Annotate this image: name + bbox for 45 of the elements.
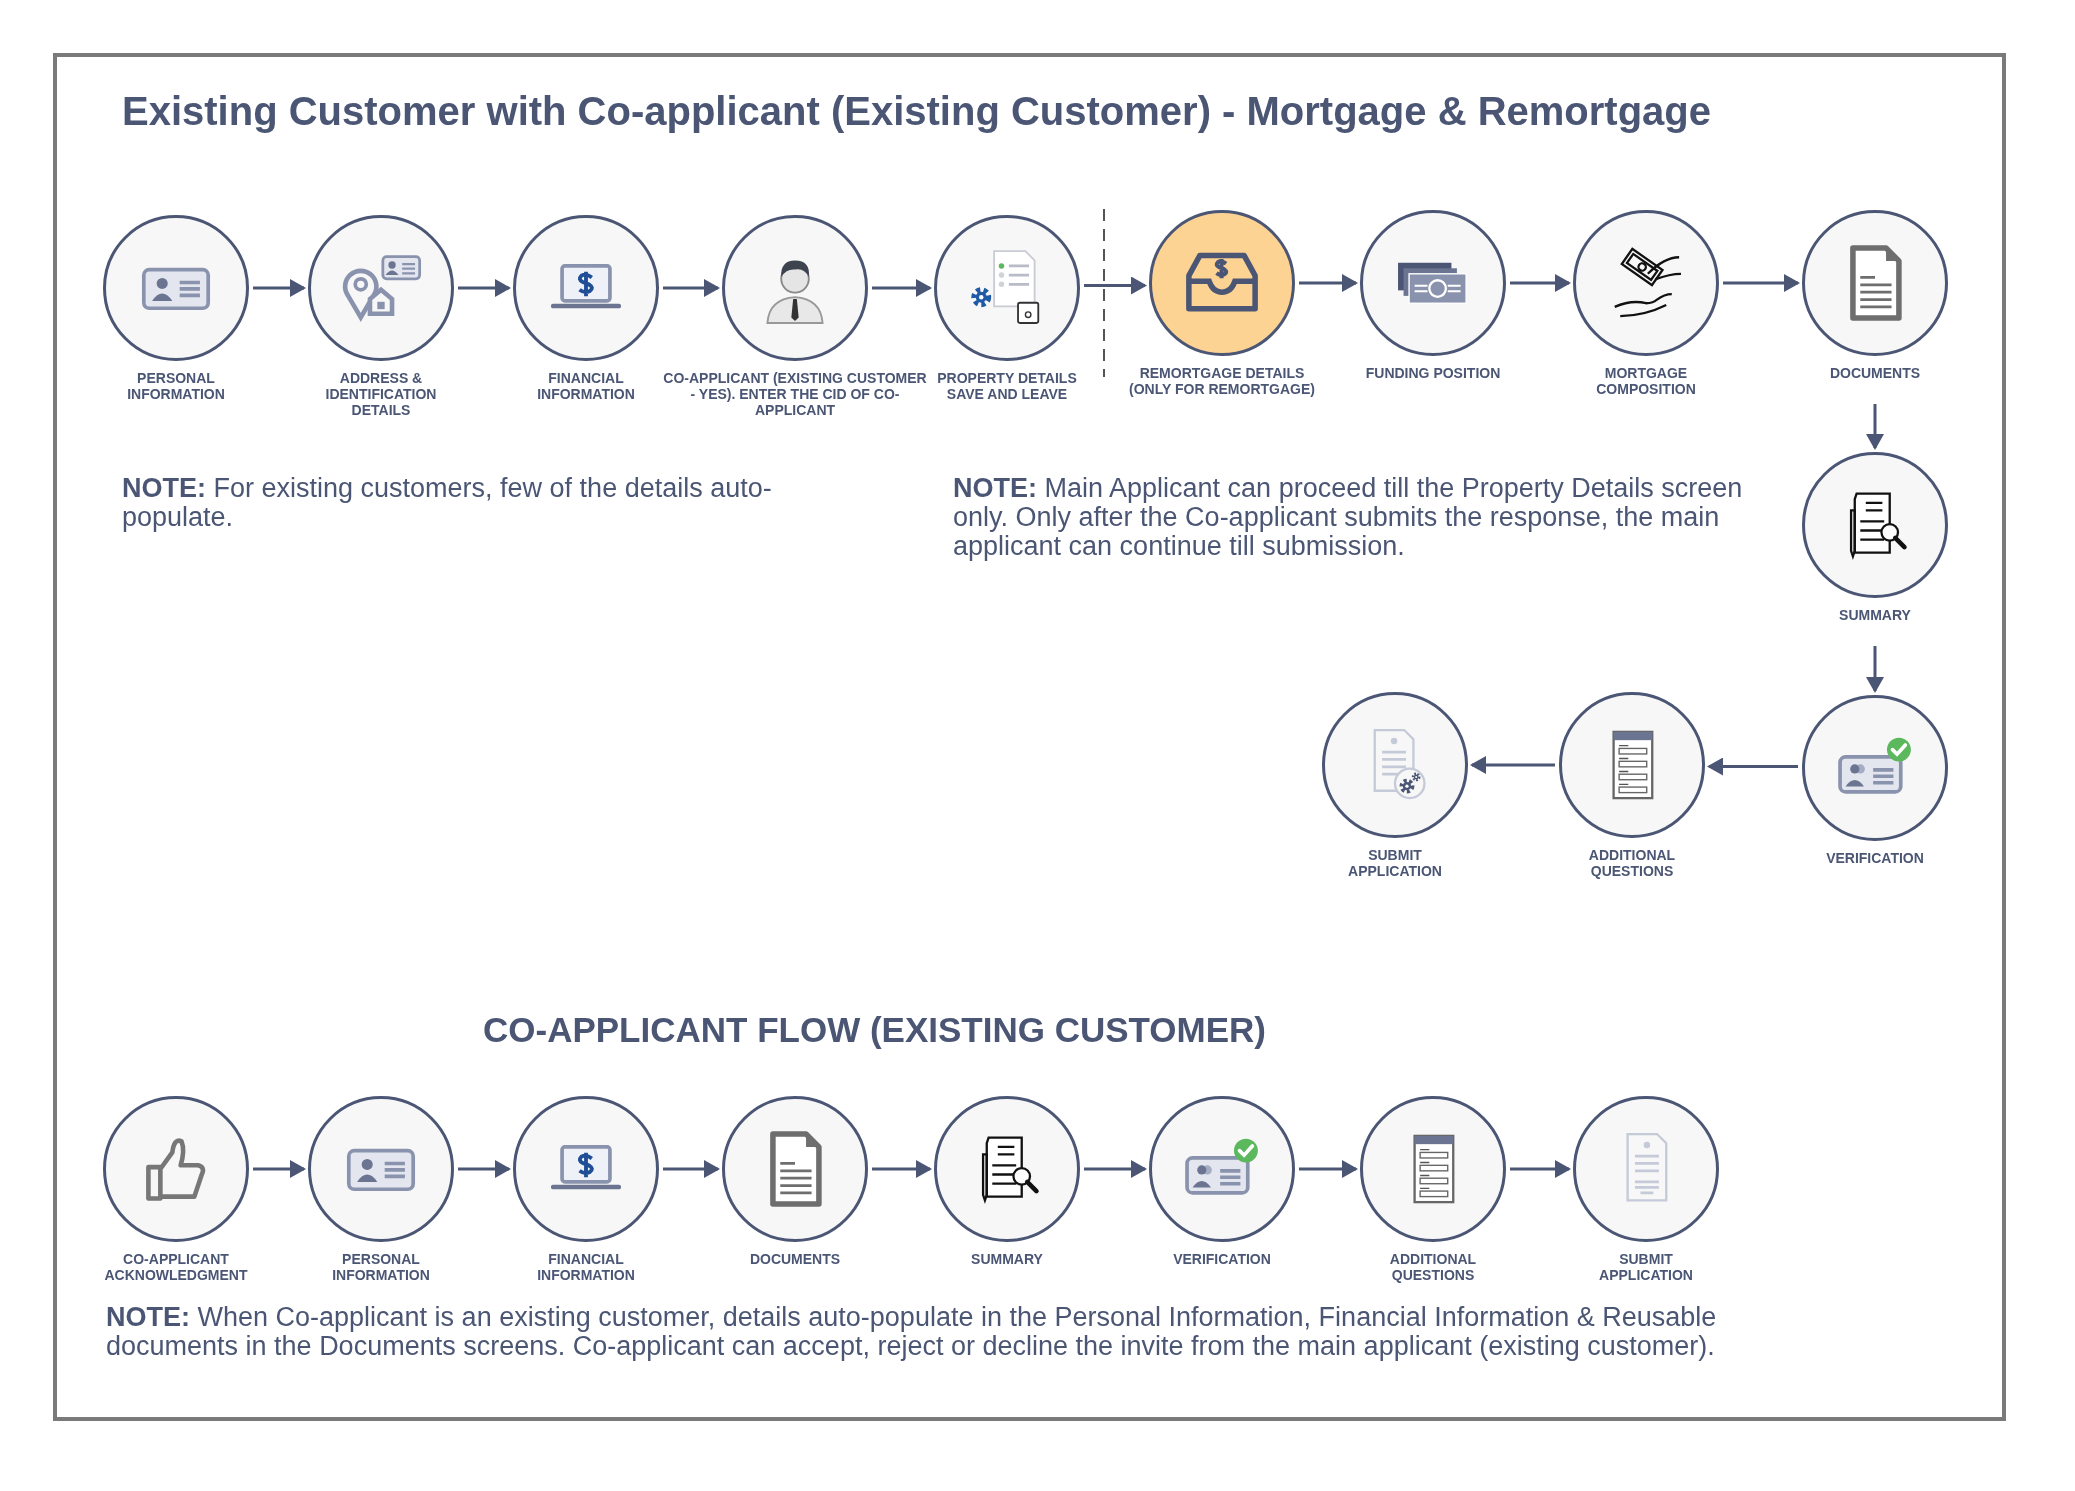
step-label: PERSONAL INFORMATION [331,1251,431,1283]
arrow [253,279,306,297]
note-text: NOTE: When Co-applicant is an existing customer, details auto-populate in the Personal Information, Financial Information & Reusable documents in the Documents screens. Co-applicant can accept, reject or decline the invite from the main applicant (existing customer). [106,1303,1718,1361]
section-title: CO-APPLICANT FLOW (EXISTING CUSTOMER) [483,1009,1267,1051]
arrow [663,1160,720,1178]
arrow [1299,1160,1358,1178]
step-label: PROPERTY DETAILS SAVE AND LEAVE [936,370,1078,402]
step-label: DOCUMENTS [1828,365,1922,381]
arrow [663,279,720,297]
step-label: CO-APPLICANT ACKNOWLEDGMENT [103,1251,249,1283]
step-label: SUMMARY [1838,607,1912,623]
step-label: FINANCIAL INFORMATION [536,1251,636,1283]
arrow [1723,274,1800,292]
arrow [1707,757,1798,776]
step-label: PERSONAL INFORMATION [126,370,226,402]
step-label: ADDRESS & IDENTIFICATION DETAILS [324,370,438,418]
arrow [458,1160,511,1178]
arrow [458,279,511,297]
arrow [1299,274,1358,292]
arrow [872,279,932,297]
arrow [1084,1160,1147,1178]
step-label: ADDITIONAL QUESTIONS [1388,1251,1478,1283]
arrow [1866,646,1884,693]
arrow [1470,756,1555,774]
arrow [1084,276,1147,295]
arrow [1510,1160,1571,1178]
diagram-title: Existing Customer with Co-applicant (Existing Customer) - Mortgage & Remortgage [122,88,1712,135]
step-label: FUNDING POSITION [1364,365,1502,381]
step-label: SUBMIT APPLICATION [1598,1251,1694,1283]
step-label: VERIFICATION [1825,850,1925,866]
step-label: FINANCIAL INFORMATION [536,370,636,402]
step-label: REMORTGAGE DETAILS (ONLY FOR REMORTGAGE) [1128,365,1316,397]
step-label: MORTGAGE COMPOSITION [1595,365,1697,397]
step-label: DOCUMENTS [748,1251,842,1267]
note-text: NOTE: For existing customers, few of the details auto-populate. [122,474,773,532]
step-label: ADDITIONAL QUESTIONS [1587,847,1677,879]
arrow [253,1160,306,1178]
arrow [872,1160,932,1178]
note-text: NOTE: Main Applicant can proceed till the Property Details screen only. Only after the Co-applicant submits the response, the main applicant can continue till submission. [953,474,1744,561]
arrow [1510,274,1571,292]
step-label: CO-APPLICANT (EXISTING CUSTOMER - YES). ENTER THE CID OF CO-APPLICANT [662,370,928,418]
arrow [1866,404,1884,450]
step-label: SUMMARY [970,1251,1044,1267]
step-label: SUBMIT APPLICATION [1347,847,1443,879]
step-label: VERIFICATION [1172,1251,1272,1267]
